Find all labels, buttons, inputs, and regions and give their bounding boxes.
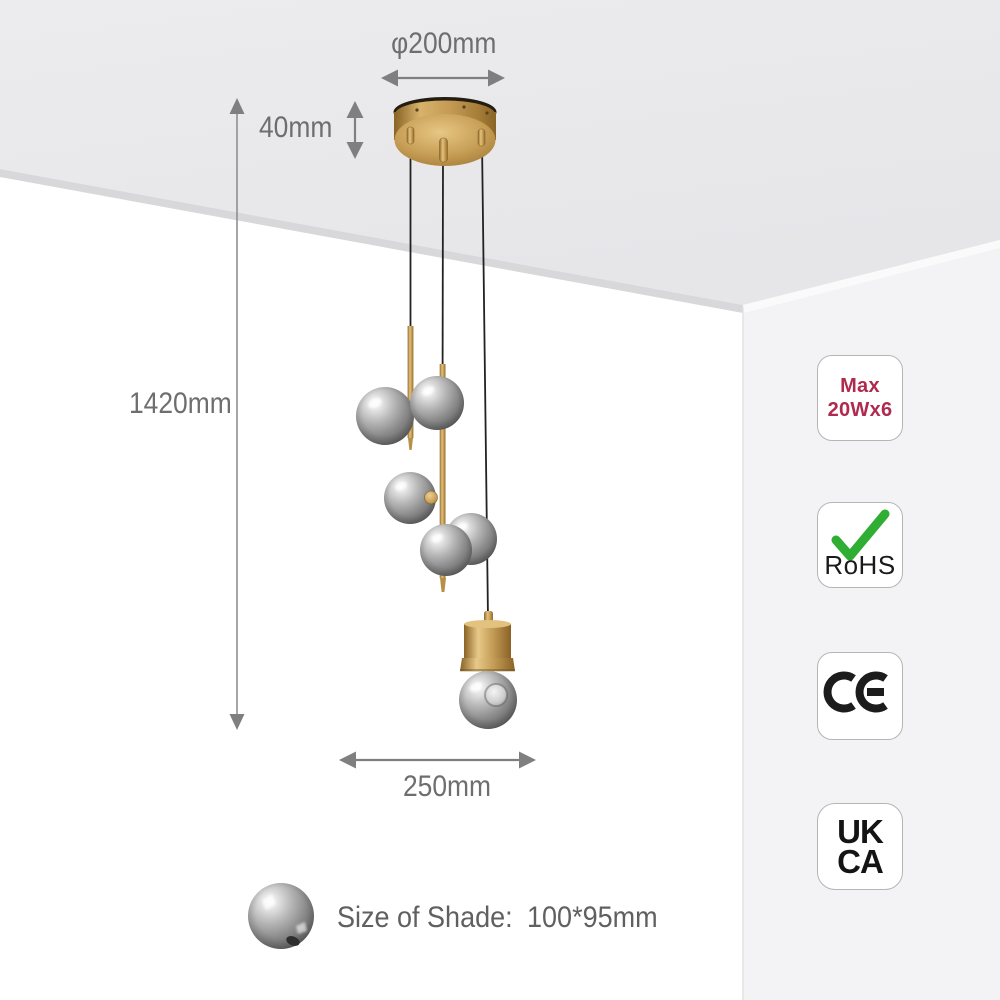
ceiling-edge-right [743,240,1000,313]
rohs-label: RoHS [824,550,896,580]
brass-socket [460,620,515,672]
shade-size-label: Size of Shade: [337,901,513,934]
ceiling-canopy [393,97,497,166]
ukca-line2: CA [837,842,884,880]
inner-bulb [484,683,508,707]
cable-gland-left [406,126,415,145]
fixture-width-label: 250mm [402,770,492,803]
brass-rod-lower-tip [440,578,446,592]
shade-size-value: 100*95mm [527,901,658,934]
dimension-arrows [229,69,536,769]
ceiling-edge-left [0,169,743,313]
brass-rod-upper [407,326,414,438]
drop-length-arrow [229,98,245,730]
right-wall [743,248,1000,1000]
drop-length-label: 1420mm [128,387,232,420]
glass-globe-upper-right [410,376,464,430]
glass-globe-bottom [459,671,517,729]
shade-sample-image [248,883,314,949]
ce-badge: CE [817,652,903,740]
glass-globe-mid-left [384,472,436,524]
brass-rod-upper-tip [408,438,413,450]
max-wattage-badge: Max 20Wx6 [817,355,903,441]
canopy-height-label: 40mm [258,111,332,144]
glass-globe-upper-left [356,387,414,445]
canopy-diameter-label: φ200mm [391,27,497,60]
vertical-double-arrow-icon [346,101,364,159]
cable-gland-center [439,137,448,163]
rohs-badge: RoHS [817,502,903,588]
ukca-line1: UK [837,812,884,850]
brass-rod-lower [439,364,446,578]
shade-size-note: Size of Shade: 100*95mm [337,901,693,935]
ukca-badge: UK CA [817,803,903,890]
max-wattage-line1: Max [840,374,880,397]
ce-mark-icon [823,671,888,713]
checkmark-icon [831,509,890,561]
cable-gland-right [477,128,486,147]
max-wattage-line2: 20Wx6 [827,399,893,421]
width-double-arrow-icon [339,751,536,769]
brass-joint-lower [424,490,438,505]
horizontal-double-arrow-icon [381,69,505,87]
ceiling-plane [0,0,1000,305]
glass-globe-mid-center [420,524,472,576]
